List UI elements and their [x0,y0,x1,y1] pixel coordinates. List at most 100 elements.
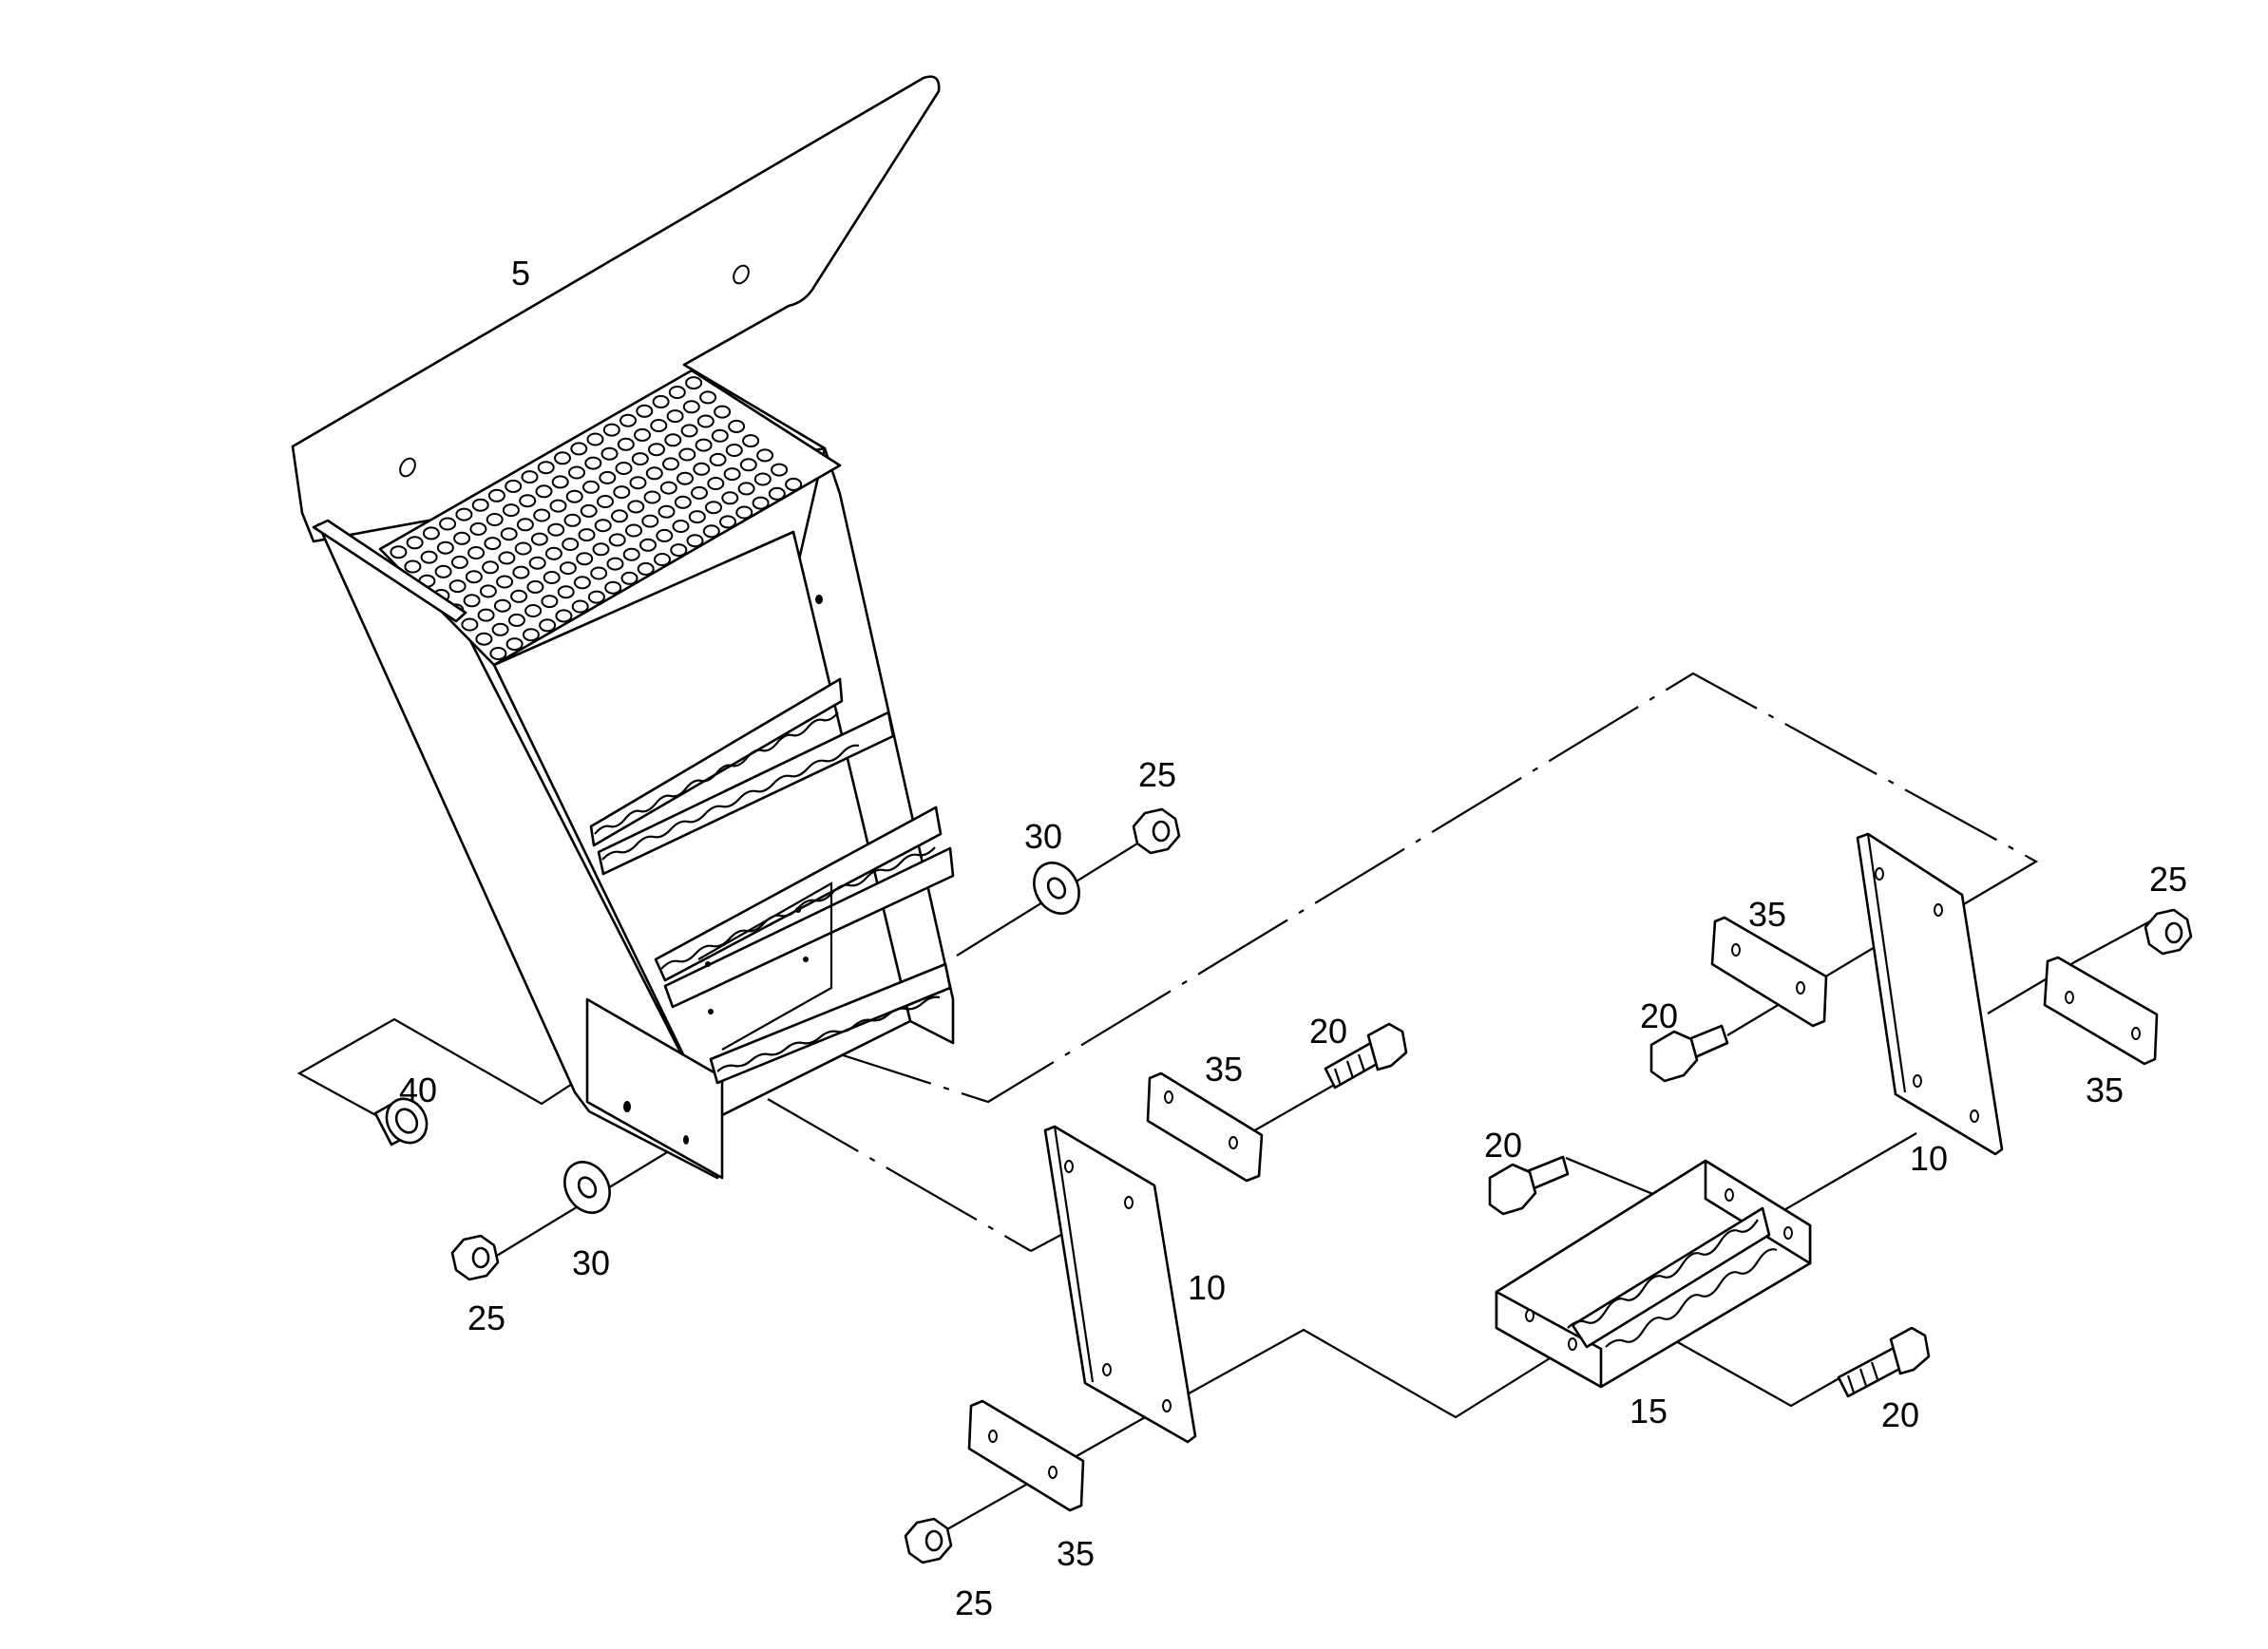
perforation-hole [680,424,698,438]
perforation-hole [707,477,725,490]
plate-35-b [1710,916,1828,1028]
perforation-hole [639,538,657,552]
perforation-hole [705,501,722,515]
perforation-hole [656,528,674,542]
perforation-hole [439,517,457,531]
perforation-hole [524,604,543,617]
perforation-hole [471,498,489,512]
perforation-hole [514,541,532,556]
perforation-hole [533,508,551,522]
perforation-hole [696,414,715,428]
perforation-hole [725,444,743,457]
callout-35-c: 35 [2086,1071,2124,1109]
perforation-hole [422,526,440,540]
perforation-hole [465,570,483,584]
perforation-hole [643,490,661,504]
perforation-hole [448,579,467,594]
perforation-hole [668,386,686,399]
perforation-hole [479,584,497,598]
perforation-hole [735,505,753,520]
perforation-hole [539,618,557,633]
callout-10-right: 10 [1910,1139,1948,1178]
perforation-hole [455,507,473,521]
bolt-20-b [1649,1024,1729,1083]
perforation-hole [602,423,620,437]
perforation-hole [541,595,559,609]
perforation-hole [719,515,736,529]
perforation-hole [484,537,502,551]
perforation-hole [573,576,591,590]
callout-10-left: 10 [1188,1268,1226,1307]
perforation-hole [645,466,663,481]
perforation-hole [544,546,562,560]
callout-20-c: 20 [1484,1126,1522,1165]
perforation-hole [742,434,760,448]
perforation-hole [752,496,770,510]
perforation-hole [648,443,665,457]
perforation-hole [771,463,789,477]
perforation-hole [496,575,514,589]
nut-25-left [450,1234,500,1281]
callout-25-left: 25 [467,1298,505,1337]
perforation-hole [491,622,509,636]
perforation-hole [709,452,727,466]
perforation-hole [728,419,746,433]
perforation-hole [528,556,546,570]
perforation-hole [420,550,438,564]
plate-10-left [1043,1125,1197,1444]
perforation-hole [600,446,619,461]
perforation-hole [613,485,631,500]
perforation-hole [530,532,548,546]
perforation-hole [434,564,452,578]
perforation-hole [608,533,626,547]
perforation-hole [664,433,682,447]
callout-25-top: 25 [1138,755,1176,794]
perforation-hole [406,536,424,550]
perforation-hole [756,448,774,463]
perforation-hole [652,394,670,408]
perforation-hole [390,545,408,559]
perforation-hole [620,571,638,585]
perforation-hole [686,534,704,548]
callout-30-left: 30 [572,1243,610,1282]
callout-15: 15 [1630,1392,1668,1431]
perforation-hole [662,457,679,471]
perforation-hole [695,438,713,452]
perforation-hole [606,557,624,571]
bolt-20-d [1837,1326,1931,1398]
nut-25-bottom [904,1517,953,1564]
perforation-hole [699,390,717,405]
perforation-hole [510,589,528,603]
perforation-hole [592,542,610,557]
perforation-hole [721,491,739,505]
callout-35-a: 35 [1205,1050,1243,1089]
perforation-hole [634,427,651,442]
callout-20-d: 20 [1881,1395,1919,1434]
perforation-hole [672,520,690,533]
perforation-hole [625,523,642,538]
washer-30-top [1033,862,1080,915]
perforation-hole [627,500,645,514]
perforation-hole [568,465,585,480]
perforation-hole [463,594,481,608]
perforation-hole [547,522,565,537]
perforation-hole [486,513,504,526]
perforation-hole [578,528,596,542]
callout-35-b: 35 [1748,895,1786,934]
perforation-hole [641,514,659,528]
perforation-hole [711,428,729,443]
perforation-hole [584,456,602,470]
perforation-hole [522,628,540,642]
bolt-20-a [1324,1022,1408,1090]
perforation-hole [580,503,598,518]
perforation-hole [768,486,786,501]
perforation-hole [622,547,640,561]
perforation-hole [505,479,523,493]
perforation-hole [599,470,617,484]
perforation-hole [537,461,555,475]
plate-35-a [1146,1071,1264,1183]
perforation-hole [404,559,422,574]
perforation-hole [512,565,530,579]
perforation-hole [521,470,539,484]
